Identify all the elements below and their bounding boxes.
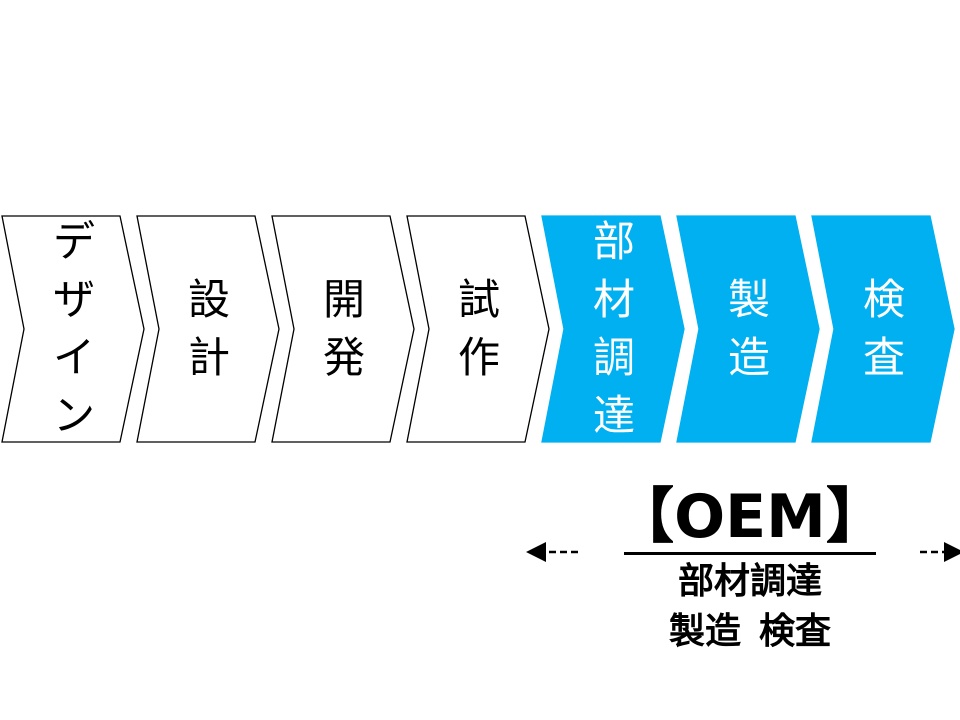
step-label-char: 造 [727,333,770,382]
step-label-char: ン [52,391,95,440]
step-label-char: イ [52,333,95,382]
step-label-char: 発 [322,333,365,382]
step-label-char: 達 [592,391,635,440]
step-label-6: 製造 [707,271,791,387]
step-chevron-4 [406,215,550,443]
oem-scope-manufacturing: 製造 [668,611,741,652]
step-label-char: 調 [592,333,635,382]
step-chevron-3 [271,215,415,443]
step-label-4: 試作 [437,271,521,387]
step-label-1: デザイン [32,213,116,445]
step-label-char: 開 [322,275,365,324]
step-label-char: 部 [592,217,635,266]
step-chevron-7 [811,215,955,443]
step-label-char: 査 [862,333,905,382]
step-chevron-2 [136,215,280,443]
oem-title: 【OEM】 [614,482,886,552]
step-label-char: 計 [187,333,230,382]
step-label-char: 材 [592,275,635,324]
step-label-char: 試 [457,275,500,324]
step-label-2: 設計 [167,271,251,387]
oem-scope-line-1: 部材調達 [677,561,822,602]
step-label-char: 作 [457,333,500,382]
step-label-char: 製 [727,275,770,324]
step-label-char: デ [52,217,95,266]
step-label-char: 検 [862,275,905,324]
oem-title-underline [624,552,876,555]
step-label-char: 設 [187,275,230,324]
step-label-char: ザ [52,275,95,324]
step-chevron-5 [541,215,685,443]
process-chevrons [1,215,955,443]
oem-scope-inspection: 検査 [759,611,832,652]
step-chevron-1 [1,215,145,443]
oem-scope-line-2: 製造検査 [600,610,900,654]
step-chevron-6 [676,215,820,443]
step-label-7: 検査 [842,271,926,387]
step-label-3: 開発 [302,271,386,387]
step-label-5: 部材調達 [572,213,656,445]
